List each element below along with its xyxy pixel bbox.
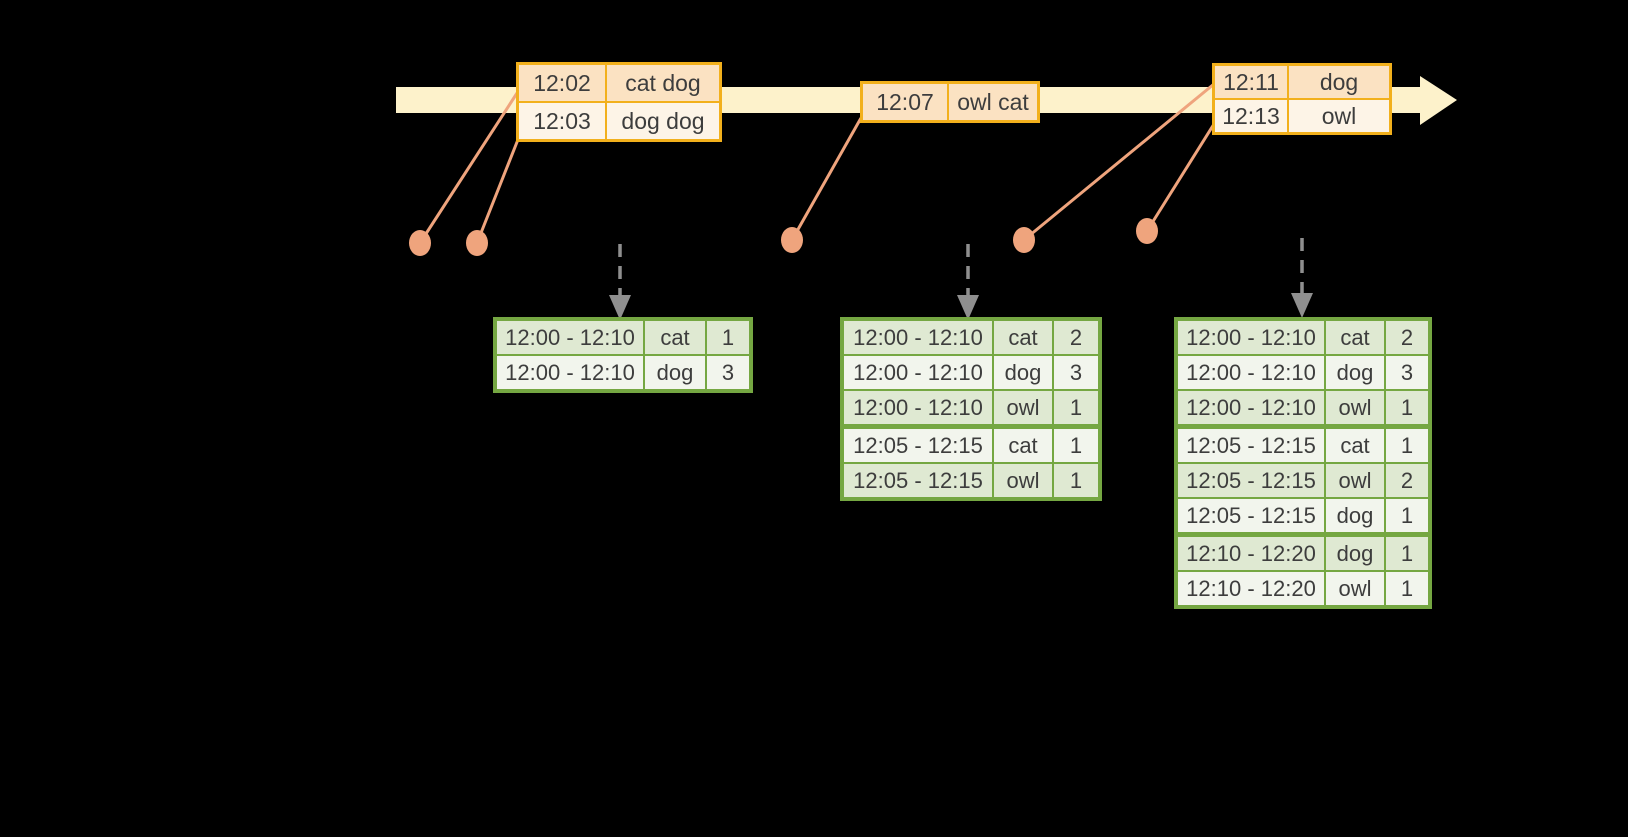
count: 1 [707,321,749,354]
event-words: cat dog [607,65,719,101]
event-words: owl cat [949,84,1037,120]
trigger-arrowhead-icon [609,295,631,320]
word: owl [994,391,1052,424]
word: cat [1326,321,1384,354]
count: 3 [1386,356,1428,389]
count: 1 [1054,464,1098,497]
count: 1 [1386,572,1428,605]
window-range: 12:05 - 12:15 [844,429,992,462]
event-dot [1136,218,1158,244]
window-range: 12:05 - 12:15 [1178,464,1324,497]
count: 1 [1054,429,1098,462]
count: 1 [1054,391,1098,424]
word: cat [645,321,705,354]
window-range: 12:05 - 12:15 [844,464,992,497]
window-range: 12:00 - 12:10 [1178,321,1324,354]
event-time: 12:13 [1215,100,1287,132]
count: 1 [1386,429,1428,462]
timeline-arrowhead-icon [1420,76,1457,125]
event-words: dog dog [607,103,719,139]
event-time: 12:03 [519,103,605,139]
window-range: 12:05 - 12:15 [1178,429,1324,462]
event-time: 12:02 [519,65,605,101]
event-connector-line [790,117,863,241]
window-range: 12:10 - 12:20 [1178,537,1324,570]
word: dog [1326,356,1384,389]
word: owl [1326,464,1384,497]
count: 1 [1386,537,1428,570]
event-connector-line [418,89,521,244]
word: cat [994,321,1052,354]
word: dog [1326,537,1384,570]
count: 1 [1386,391,1428,424]
window-range: 12:00 - 12:10 [497,321,643,354]
count: 2 [1054,321,1098,354]
count: 3 [1054,356,1098,389]
window-range: 12:00 - 12:10 [1178,391,1324,424]
trigger-arrowhead-icon [957,295,979,320]
window-range: 12:00 - 12:10 [497,356,643,389]
event-connector-line [1145,123,1216,232]
count: 2 [1386,321,1428,354]
event-time: 12:11 [1215,66,1287,98]
window-range: 12:00 - 12:10 [1178,356,1324,389]
word: owl [994,464,1052,497]
count: 1 [1386,499,1428,532]
event-dot [1013,227,1035,253]
trigger-arrowhead-icon [1291,293,1313,318]
event-connector-line [475,136,521,244]
word: dog [1326,499,1384,532]
window-range: 12:00 - 12:10 [844,321,992,354]
event-words: owl [1289,100,1389,132]
event-time: 12:07 [863,84,947,120]
count: 3 [707,356,749,389]
window-range: 12:00 - 12:10 [844,356,992,389]
event-dot [466,230,488,256]
window-range: 12:05 - 12:15 [1178,499,1324,532]
count: 2 [1386,464,1428,497]
word: cat [994,429,1052,462]
window-range: 12:00 - 12:10 [844,391,992,424]
word: owl [1326,391,1384,424]
event-connector-line [1023,82,1215,242]
event-words: dog [1289,66,1389,98]
word: owl [1326,572,1384,605]
word: dog [645,356,705,389]
word: cat [1326,429,1384,462]
word: dog [994,356,1052,389]
event-dot [409,230,431,256]
event-dot [781,227,803,253]
window-range: 12:10 - 12:20 [1178,572,1324,605]
